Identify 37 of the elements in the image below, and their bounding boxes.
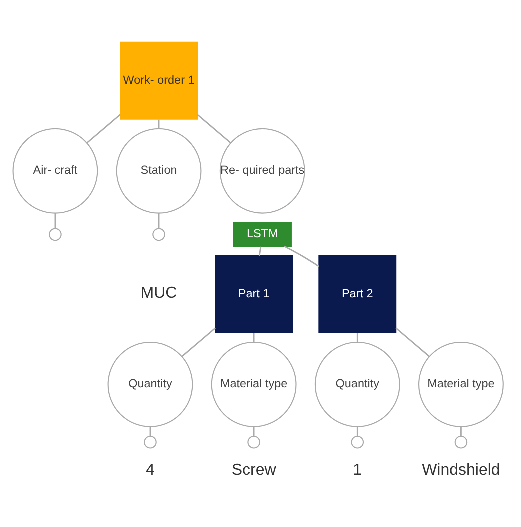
connector	[158, 214, 160, 229]
node-box: Part 2	[318, 255, 396, 334]
node-circle	[48, 228, 62, 242]
node-circle	[350, 436, 364, 449]
connector	[181, 328, 216, 358]
connector	[356, 427, 358, 436]
connector	[252, 427, 254, 436]
node-circle	[247, 436, 260, 449]
node-label: MUC	[140, 285, 177, 302]
node-circle	[454, 436, 468, 449]
node-circle: Material type	[418, 342, 504, 428]
connector	[284, 246, 320, 268]
node-box: Part 1	[214, 255, 293, 334]
node-box: LSTM	[232, 222, 292, 247]
node-circle: Re- quired parts	[219, 128, 305, 214]
connector	[86, 114, 120, 144]
node-label: 4	[146, 462, 154, 479]
connector	[395, 328, 430, 358]
connector	[252, 333, 254, 342]
node-circle: Station	[116, 128, 202, 214]
node-label: Windshield	[422, 462, 500, 479]
node-box: Work- order 1	[120, 42, 198, 120]
node-circle	[144, 436, 156, 449]
node-circle: Quantity	[107, 342, 193, 428]
node-circle: Quantity	[314, 342, 400, 428]
connector	[149, 427, 151, 436]
connector	[196, 114, 231, 144]
node-circle: Air- craft	[12, 128, 98, 214]
node-label: Screw	[231, 462, 276, 479]
node-circle	[152, 228, 165, 242]
node-circle: Material type	[210, 342, 296, 428]
connector	[158, 120, 160, 129]
connector	[356, 333, 358, 342]
node-label: 1	[352, 462, 362, 479]
connector	[460, 427, 462, 436]
connector	[54, 214, 56, 229]
connector	[258, 246, 262, 256]
